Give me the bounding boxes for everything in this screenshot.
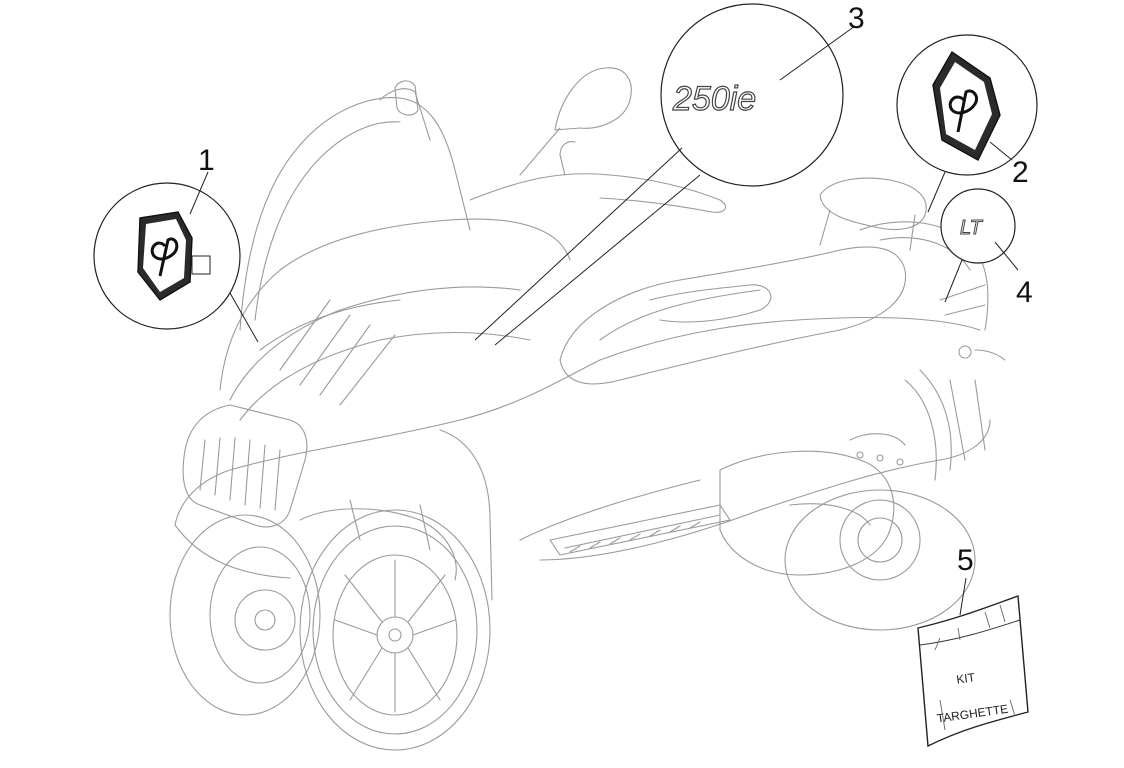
- callout-4: 4 LT: [940, 188, 1033, 309]
- callout-3: 3 250ie: [474, 2, 865, 346]
- callout-1: 1: [93, 144, 259, 343]
- callout-5-pointer: [959, 577, 967, 616]
- callout-4-number: 4: [1016, 276, 1033, 309]
- callout-3-pointer: [779, 25, 856, 81]
- plate-kit-bag: 5 KIT TARGHETTE: [917, 544, 1029, 748]
- model-badge-text: 250ie: [672, 80, 756, 118]
- callout-2-number: 2: [1012, 156, 1029, 189]
- callout-4-leader: [944, 259, 963, 303]
- piaggio-logo-icon: [137, 211, 211, 301]
- callout-2: 2: [896, 34, 1038, 213]
- callout-1-leader: [229, 292, 259, 343]
- kit-bag-outline: [917, 595, 1029, 748]
- callout-3-circle: [660, 3, 844, 187]
- callout-3-number: 3: [848, 2, 865, 35]
- callout-3-leader-2: [494, 174, 701, 346]
- callout-3-leader: [474, 147, 683, 341]
- piaggio-logo-icon: [932, 50, 1001, 161]
- scooter-drawing: [170, 68, 1005, 750]
- kit-label-line1: KIT: [955, 670, 976, 687]
- callout-1-number: 1: [198, 144, 215, 177]
- callout-2-leader: [927, 171, 946, 213]
- callout-5-number: 5: [957, 544, 974, 577]
- callout-2-pointer: [989, 141, 1013, 161]
- callout-1-pointer: [189, 171, 209, 215]
- lt-badge-text: LT: [960, 217, 984, 239]
- callout-4-pointer: [994, 241, 1019, 271]
